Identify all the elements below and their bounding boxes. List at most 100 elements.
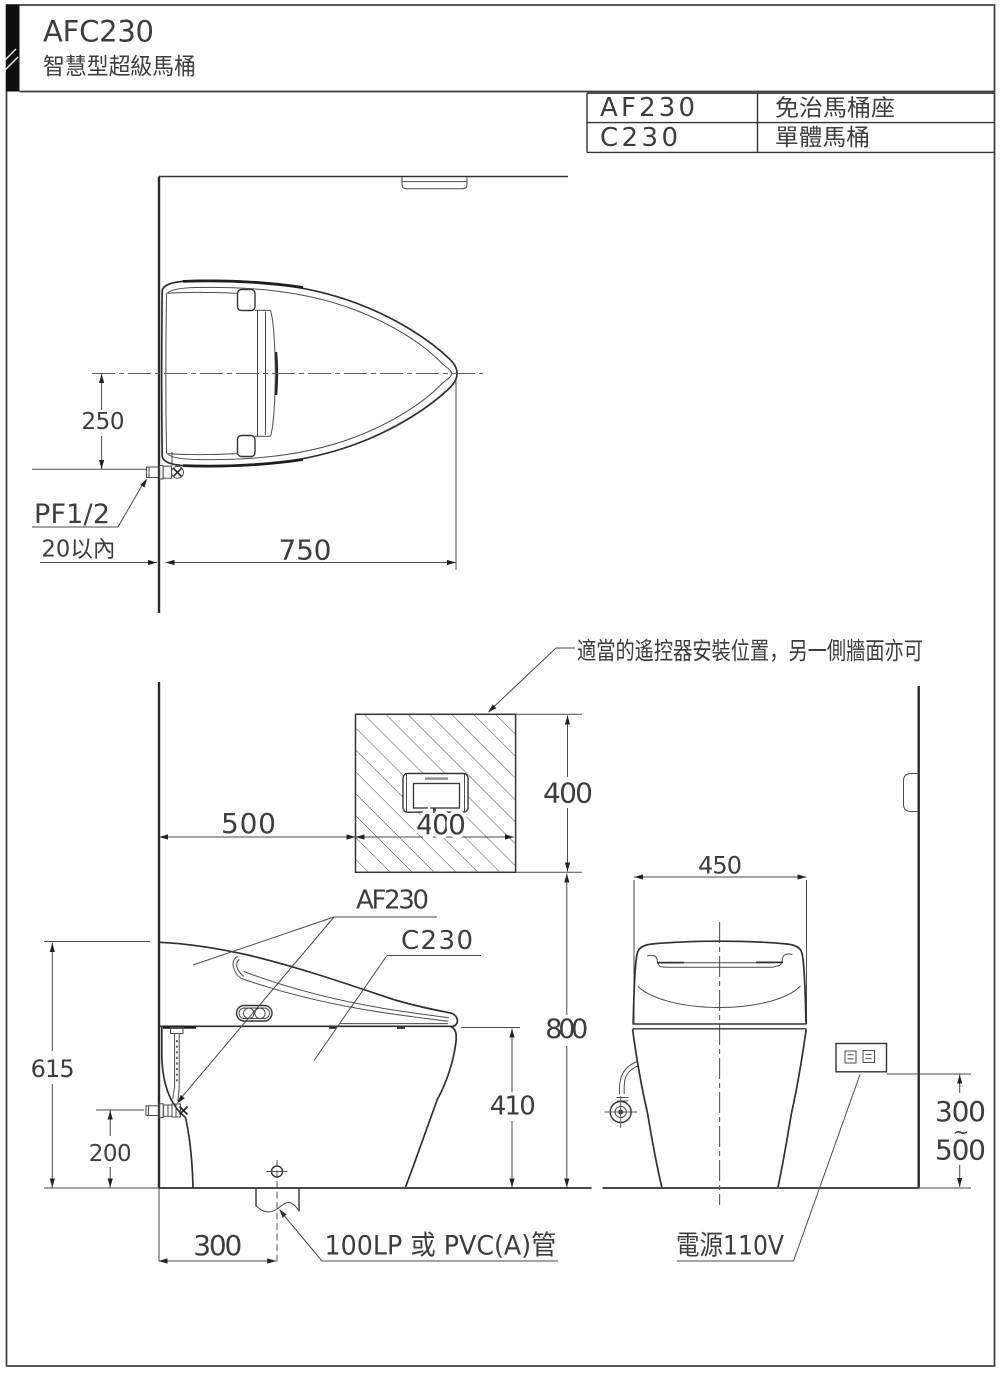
seat-callout-curve	[177, 1094, 185, 1104]
dim-400-width-curve	[505, 834, 514, 840]
front-view: 450	[602, 686, 986, 1262]
seat-lid-back-edge-top	[167, 291, 238, 294]
dim-250-label: 250	[82, 409, 125, 435]
remote-note-callout: 適當的遙控器安裝位置，另一側牆面亦可	[488, 637, 923, 713]
dim-200-label: 200	[89, 1141, 132, 1167]
water-supply-front	[604, 1061, 638, 1128]
seat-callout-line	[180, 916, 335, 1099]
dim-750-curve	[165, 559, 175, 566]
seat-plan-inner-outline	[165, 286, 453, 461]
dim-450: 450	[633, 852, 807, 1024]
dim-300-500-tilde: ~	[953, 1120, 970, 1144]
bidet-seat-profile-curve	[232, 956, 242, 979]
dim-400-height: 400	[515, 713, 593, 873]
seat-unit-front-curve	[773, 953, 793, 967]
dim-450-curve	[634, 874, 643, 880]
dim-300-500-curve	[957, 1178, 963, 1187]
dim-400-height-label: 400	[543, 777, 593, 810]
dim-410: 410	[461, 1027, 536, 1188]
power-socket	[835, 1042, 888, 1073]
bidet-seat-profile-curve	[243, 971, 450, 1019]
plan-view: 250 750 20以內 PF1/2	[32, 175, 568, 613]
dim-500-label: 500	[221, 807, 276, 840]
sheet-border	[5, 4, 996, 1367]
dim-250-curve	[99, 374, 105, 383]
water-supply-side-curve	[172, 1086, 176, 1100]
dim-800: 800	[545, 873, 588, 1188]
dim-450-label: 450	[698, 852, 742, 880]
seat-side-buttons	[235, 1004, 273, 1022]
dim-300-500-min-label: 300	[935, 1095, 986, 1128]
bidet-seat-profile-curve	[236, 959, 245, 977]
table-row-name: 免治馬桶座	[775, 96, 895, 122]
dim-200: 200	[89, 1109, 144, 1188]
bowl-callout-line	[313, 955, 388, 1061]
dim-300-500: 300 ~ 500	[886, 1073, 986, 1187]
water-inlet-callout-line	[117, 481, 145, 528]
seat-hinge-plan-rect	[236, 288, 256, 312]
drain-outlet	[255, 1160, 300, 1262]
water-inlet-valve-plan-rect	[162, 465, 173, 479]
power-socket-rect	[835, 1042, 888, 1073]
dim-750-curve	[447, 559, 456, 566]
page-title: AFC230	[43, 15, 154, 49]
drain-pipe-label: 100LP 或 PVC(A)管	[325, 1231, 557, 1262]
ceramic-body-front-curve	[777, 1029, 808, 1188]
seat-label: AF230	[356, 886, 429, 916]
water-supply-front-curve	[618, 1061, 638, 1095]
water-supply-front-curve	[623, 1065, 638, 1095]
dim-410-label: 410	[490, 1092, 536, 1122]
seat-unit-front-curve	[637, 985, 801, 1009]
ceramic-body-front-curve	[631, 1029, 663, 1188]
seat-side-buttons-circle	[254, 1007, 266, 1019]
remote-note-callout-line	[491, 647, 557, 709]
dim-400-width-label: 400	[416, 808, 466, 841]
remote-control-rect	[412, 782, 461, 809]
seat-hinge-plan-rect	[236, 434, 256, 458]
drain-outlet-curve	[255, 1201, 300, 1213]
water-inlet-valve-plan-rect	[146, 466, 160, 478]
bowl-callout: C230	[313, 926, 481, 1061]
plan-wall-tab	[401, 177, 468, 190]
power-label: 電源110V	[676, 1231, 784, 1262]
power-callout: 電源110V	[676, 1074, 861, 1262]
seat-lid-edge-heavy-bottom	[182, 458, 304, 468]
title-bar-hatch-icon	[0, 48, 19, 73]
water-inlet-callout: PF1/2	[32, 478, 147, 530]
dim-615-curve	[49, 1178, 55, 1188]
bidet-seat-profile-curve	[159, 941, 459, 1028]
bidet-seat-profile-curve	[241, 977, 449, 1022]
dim-750: 750 20以內	[40, 380, 457, 570]
side-view: AF230 C230 615 200	[31, 682, 592, 1264]
title-bar	[6, 4, 20, 92]
seat-lid-back-edge-bottom	[167, 453, 238, 456]
seat-side-buttons-rect	[235, 1004, 273, 1022]
dim-250: 250	[32, 374, 146, 470]
ceramic-bowl-profile	[159, 1023, 458, 1262]
power-socket-rect	[844, 1050, 857, 1064]
dim-300-500-max-label: 500	[935, 1134, 986, 1167]
dim-400-height-curve	[564, 862, 571, 872]
dim-615-label: 615	[31, 1055, 75, 1083]
dim-300-drain-curve	[267, 1258, 277, 1264]
ceramic-bowl-profile-curve	[404, 1025, 458, 1188]
dim-300-drain: 300	[158, 1229, 277, 1264]
dim-410-curve	[509, 1028, 515, 1038]
table-row-code: AF230	[600, 93, 695, 123]
seat-side-buttons-rect	[238, 1007, 270, 1019]
drain-pipe-callout-line	[281, 1212, 323, 1262]
dim-500-curve	[346, 834, 356, 840]
water-inlet-valve-plan	[146, 452, 184, 480]
wall-fitting	[903, 773, 919, 812]
parts-table: AF230 免治馬桶座 C230 單體馬桶	[586, 92, 995, 154]
dim-300-drain-label: 300	[193, 1229, 242, 1262]
water-inlet-valve-plan-curve	[172, 467, 183, 477]
dim-800-curve	[564, 873, 570, 883]
wall-clearance-label: 20以內	[42, 537, 116, 563]
power-callout-line	[793, 1074, 861, 1262]
dim-500: 500	[159, 807, 356, 840]
remote-control-circle	[433, 808, 436, 812]
water-supply-side-rect	[145, 1105, 160, 1117]
seat-unit-front	[632, 940, 807, 1030]
